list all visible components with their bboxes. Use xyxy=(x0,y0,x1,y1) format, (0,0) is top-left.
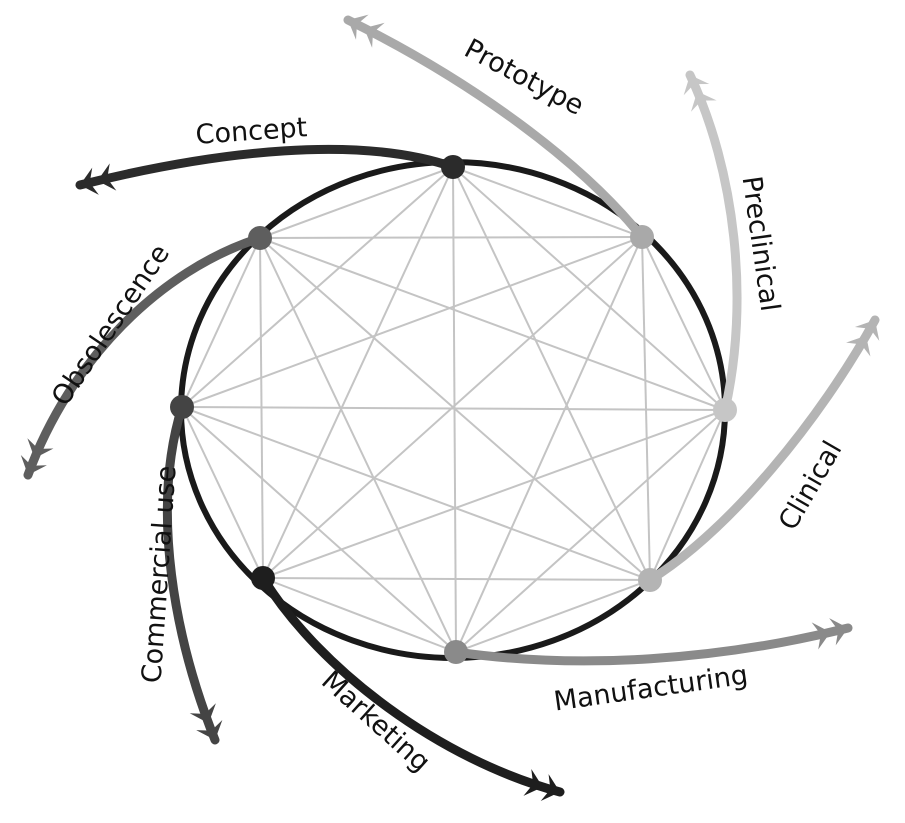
stage-tail-preclinical xyxy=(685,70,742,415)
connection-clinical-marketing xyxy=(262,577,651,581)
connection-manufacturing-marketing xyxy=(262,577,457,653)
stage-node-prototype xyxy=(630,225,654,249)
connection-preclinical-marketing xyxy=(262,409,726,579)
connection-concept-prototype xyxy=(452,166,643,238)
stage-arrow-marketing xyxy=(523,769,560,801)
stage-tail-obsolescence xyxy=(23,233,265,480)
connection-concept-marketing xyxy=(262,166,454,579)
stage-arrow-clinical xyxy=(846,320,880,357)
stage-node-marketing xyxy=(251,566,275,590)
connection-manufacturing-obsolescence xyxy=(259,237,457,653)
stage-node-preclinical xyxy=(713,398,737,422)
connection-concept-obsolescence xyxy=(259,166,454,239)
stage-label-manufacturing: Manufacturing xyxy=(552,660,750,718)
connection-network xyxy=(181,166,726,653)
stage-tails xyxy=(20,14,880,801)
connection-concept-preclinical xyxy=(452,166,726,411)
connection-marketing-obsolescence xyxy=(259,237,264,579)
connection-clinical-obsolescence xyxy=(259,237,651,581)
connection-preclinical-clinical xyxy=(649,409,726,581)
stage-tail-manufacturing xyxy=(451,623,853,666)
connection-prototype-commercial-use xyxy=(181,236,643,408)
connection-manufacturing-commercial-use xyxy=(181,406,457,653)
stage-node-obsolescence xyxy=(248,226,272,250)
connection-concept-clinical xyxy=(452,166,651,581)
connection-concept-commercial-use xyxy=(181,166,454,408)
stage-arrow-prototype xyxy=(348,14,385,48)
stage-arrow-preclinical xyxy=(683,75,717,112)
stage-label-marketing: Marketing xyxy=(315,665,436,778)
connection-preclinical-obsolescence xyxy=(259,237,726,411)
stage-node-manufacturing xyxy=(444,640,468,664)
stage-tail-concept xyxy=(75,144,458,190)
stage-label-prototype: Prototype xyxy=(459,33,589,122)
connection-clinical-commercial-use xyxy=(181,406,651,581)
stage-node-clinical xyxy=(638,568,662,592)
stage-tail-clinical xyxy=(645,315,880,585)
stage-tail-prototype xyxy=(343,15,647,242)
connection-prototype-manufacturing xyxy=(455,236,643,653)
stage-arrow-concept xyxy=(80,163,117,195)
connection-commercial-use-obsolescence xyxy=(181,237,261,408)
stage-label-concept: Concept xyxy=(195,112,309,151)
stage-label-preclinical: Preclinical xyxy=(736,174,786,313)
connection-marketing-commercial-use xyxy=(181,406,264,579)
stage-arrow-commercial-use xyxy=(189,703,223,740)
stage-nodes xyxy=(170,155,737,664)
stage-label-obsolescence: Obsolescence xyxy=(46,239,176,412)
connection-prototype-obsolescence xyxy=(259,236,643,239)
connection-preclinical-manufacturing xyxy=(455,409,726,653)
connection-prototype-preclinical xyxy=(641,236,726,411)
connection-clinical-manufacturing xyxy=(455,579,651,653)
stage-tail-marketing xyxy=(258,573,565,797)
stage-node-commercial-use xyxy=(170,395,194,419)
stage-tail-commercial-use xyxy=(162,402,220,745)
connection-prototype-clinical xyxy=(641,236,651,581)
stage-node-concept xyxy=(441,155,465,179)
stage-arrow-manufacturing xyxy=(811,618,848,650)
stage-arrow-obsolescence xyxy=(20,438,54,475)
